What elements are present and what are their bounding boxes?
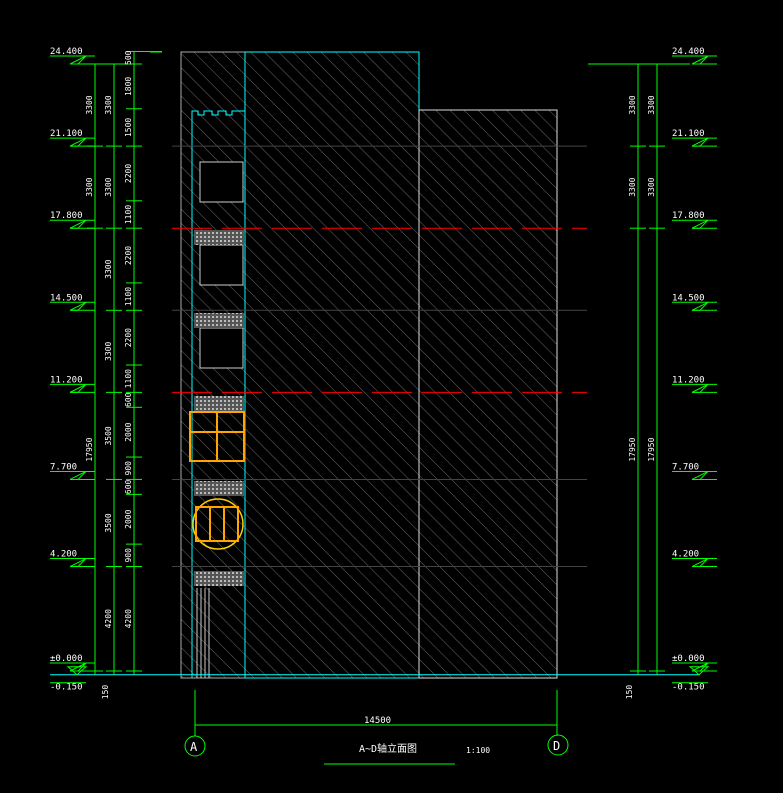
level-label-left: -0.150 [50, 683, 83, 693]
left-detail-dim-label: 1100 [124, 287, 133, 306]
left-detail-dim-label: 1800 [124, 77, 133, 96]
level-label-left: 4.200 [50, 550, 77, 560]
level-marker-left [69, 470, 87, 480]
left-detail-dim-label: 2200 [124, 246, 133, 265]
left-storey-dim-label: 3300 [104, 342, 113, 361]
right-base-offset-label: 150 [625, 685, 634, 700]
left-detail-dim-label: 2200 [124, 164, 133, 183]
rear-block [418, 109, 558, 679]
level-marker-left [69, 219, 87, 229]
level-marker-right [691, 558, 709, 568]
right-storey-dim-label: 17950 [628, 437, 637, 461]
level-marker-left [69, 137, 87, 147]
level-label-right: 21.100 [672, 129, 705, 139]
main-block [244, 51, 420, 679]
level-marker-left [66, 666, 88, 676]
level-label-left: 24.400 [50, 47, 83, 57]
level-label-right: -0.150 [672, 683, 705, 693]
right-outer-dim-label: 3300 [647, 95, 656, 114]
drawing-scale: 1:100 [466, 746, 490, 755]
level-marker-left [69, 383, 87, 393]
left-outer-dim-label: 3300 [85, 177, 94, 196]
right-outer-dim-label: 17950 [647, 437, 656, 461]
axis-label-d: D [553, 739, 560, 753]
stair-windows [189, 161, 245, 678]
level-label-right: 4.200 [672, 550, 699, 560]
level-marker-right [691, 137, 709, 147]
left-storey-dim-label: 3500 [104, 426, 113, 445]
left-base-offset-label: 150 [101, 685, 110, 700]
left-storey-dim-label: 3300 [104, 177, 113, 196]
selected-window-highlight [192, 498, 244, 550]
left-outer-dim-label: 3300 [85, 95, 94, 114]
left-detail-dim-label: 600 [124, 480, 133, 495]
level-label-left: 21.100 [50, 129, 83, 139]
left-detail-dim-label: 600 [124, 392, 133, 407]
level-label-right: 17.800 [672, 211, 705, 221]
left-detail-dim-label: 2000 [124, 422, 133, 441]
level-label-right: 14.500 [672, 293, 705, 303]
left-detail-dim-label: 4200 [124, 609, 133, 628]
level-label-left: 17.800 [50, 211, 83, 221]
level-marker-right [691, 470, 709, 480]
left-detail-dim-label: 2200 [124, 328, 133, 347]
level-marker-right [691, 55, 709, 65]
axis-bubble-d[interactable] [547, 734, 569, 756]
level-label-right: 7.700 [672, 462, 699, 472]
building-elevation [180, 51, 558, 679]
axis-label-a: A [190, 740, 198, 754]
level-label-left: ±0.000 [50, 654, 83, 664]
parapet [191, 110, 245, 118]
level-label-left: 11.200 [50, 375, 83, 385]
level-label-right: ±0.000 [672, 654, 705, 664]
left-detail-dim-label: 900 [124, 461, 133, 476]
left-storey-dim-label: 3300 [104, 95, 113, 114]
left-detail-dim-label: 500 [124, 50, 133, 65]
level-label-right: 11.200 [672, 375, 705, 385]
left-detail-dim-label: 900 [124, 548, 133, 563]
right-storey-dim-label: 3300 [628, 177, 637, 196]
left-detail-dim-label: 1100 [124, 205, 133, 224]
left-outer-dim-label: 17950 [85, 437, 94, 461]
level-label-right: 24.400 [672, 47, 705, 57]
level-marker-left [69, 558, 87, 568]
level-marker-right [691, 219, 709, 229]
left-storey-dim-label: 3500 [104, 513, 113, 532]
drawing-title: A~D轴立面图 [359, 742, 417, 755]
level-marker-left [69, 301, 87, 311]
level-marker-right [688, 666, 710, 676]
left-detail-dim-label: 2000 [124, 509, 133, 528]
level-marker-right [691, 301, 709, 311]
level-marker-left [69, 55, 87, 65]
bottom-dimension: 14500 A D A~D轴立面图 1:100 [184, 690, 569, 765]
left-storey-dim-label: 4200 [104, 609, 113, 628]
left-detail-dim-label: 1500 [124, 118, 133, 137]
left-storey-dim-label: 3300 [104, 259, 113, 278]
right-outer-dim-label: 3300 [647, 177, 656, 196]
right-storey-dim-label: 3300 [628, 95, 637, 114]
level-label-left: 7.700 [50, 462, 77, 472]
overall-width-label: 14500 [364, 716, 391, 726]
axis-bubble-a[interactable] [184, 735, 206, 757]
level-marker-right [691, 383, 709, 393]
level-label-left: 14.500 [50, 293, 83, 303]
left-detail-dim-label: 1100 [124, 369, 133, 388]
